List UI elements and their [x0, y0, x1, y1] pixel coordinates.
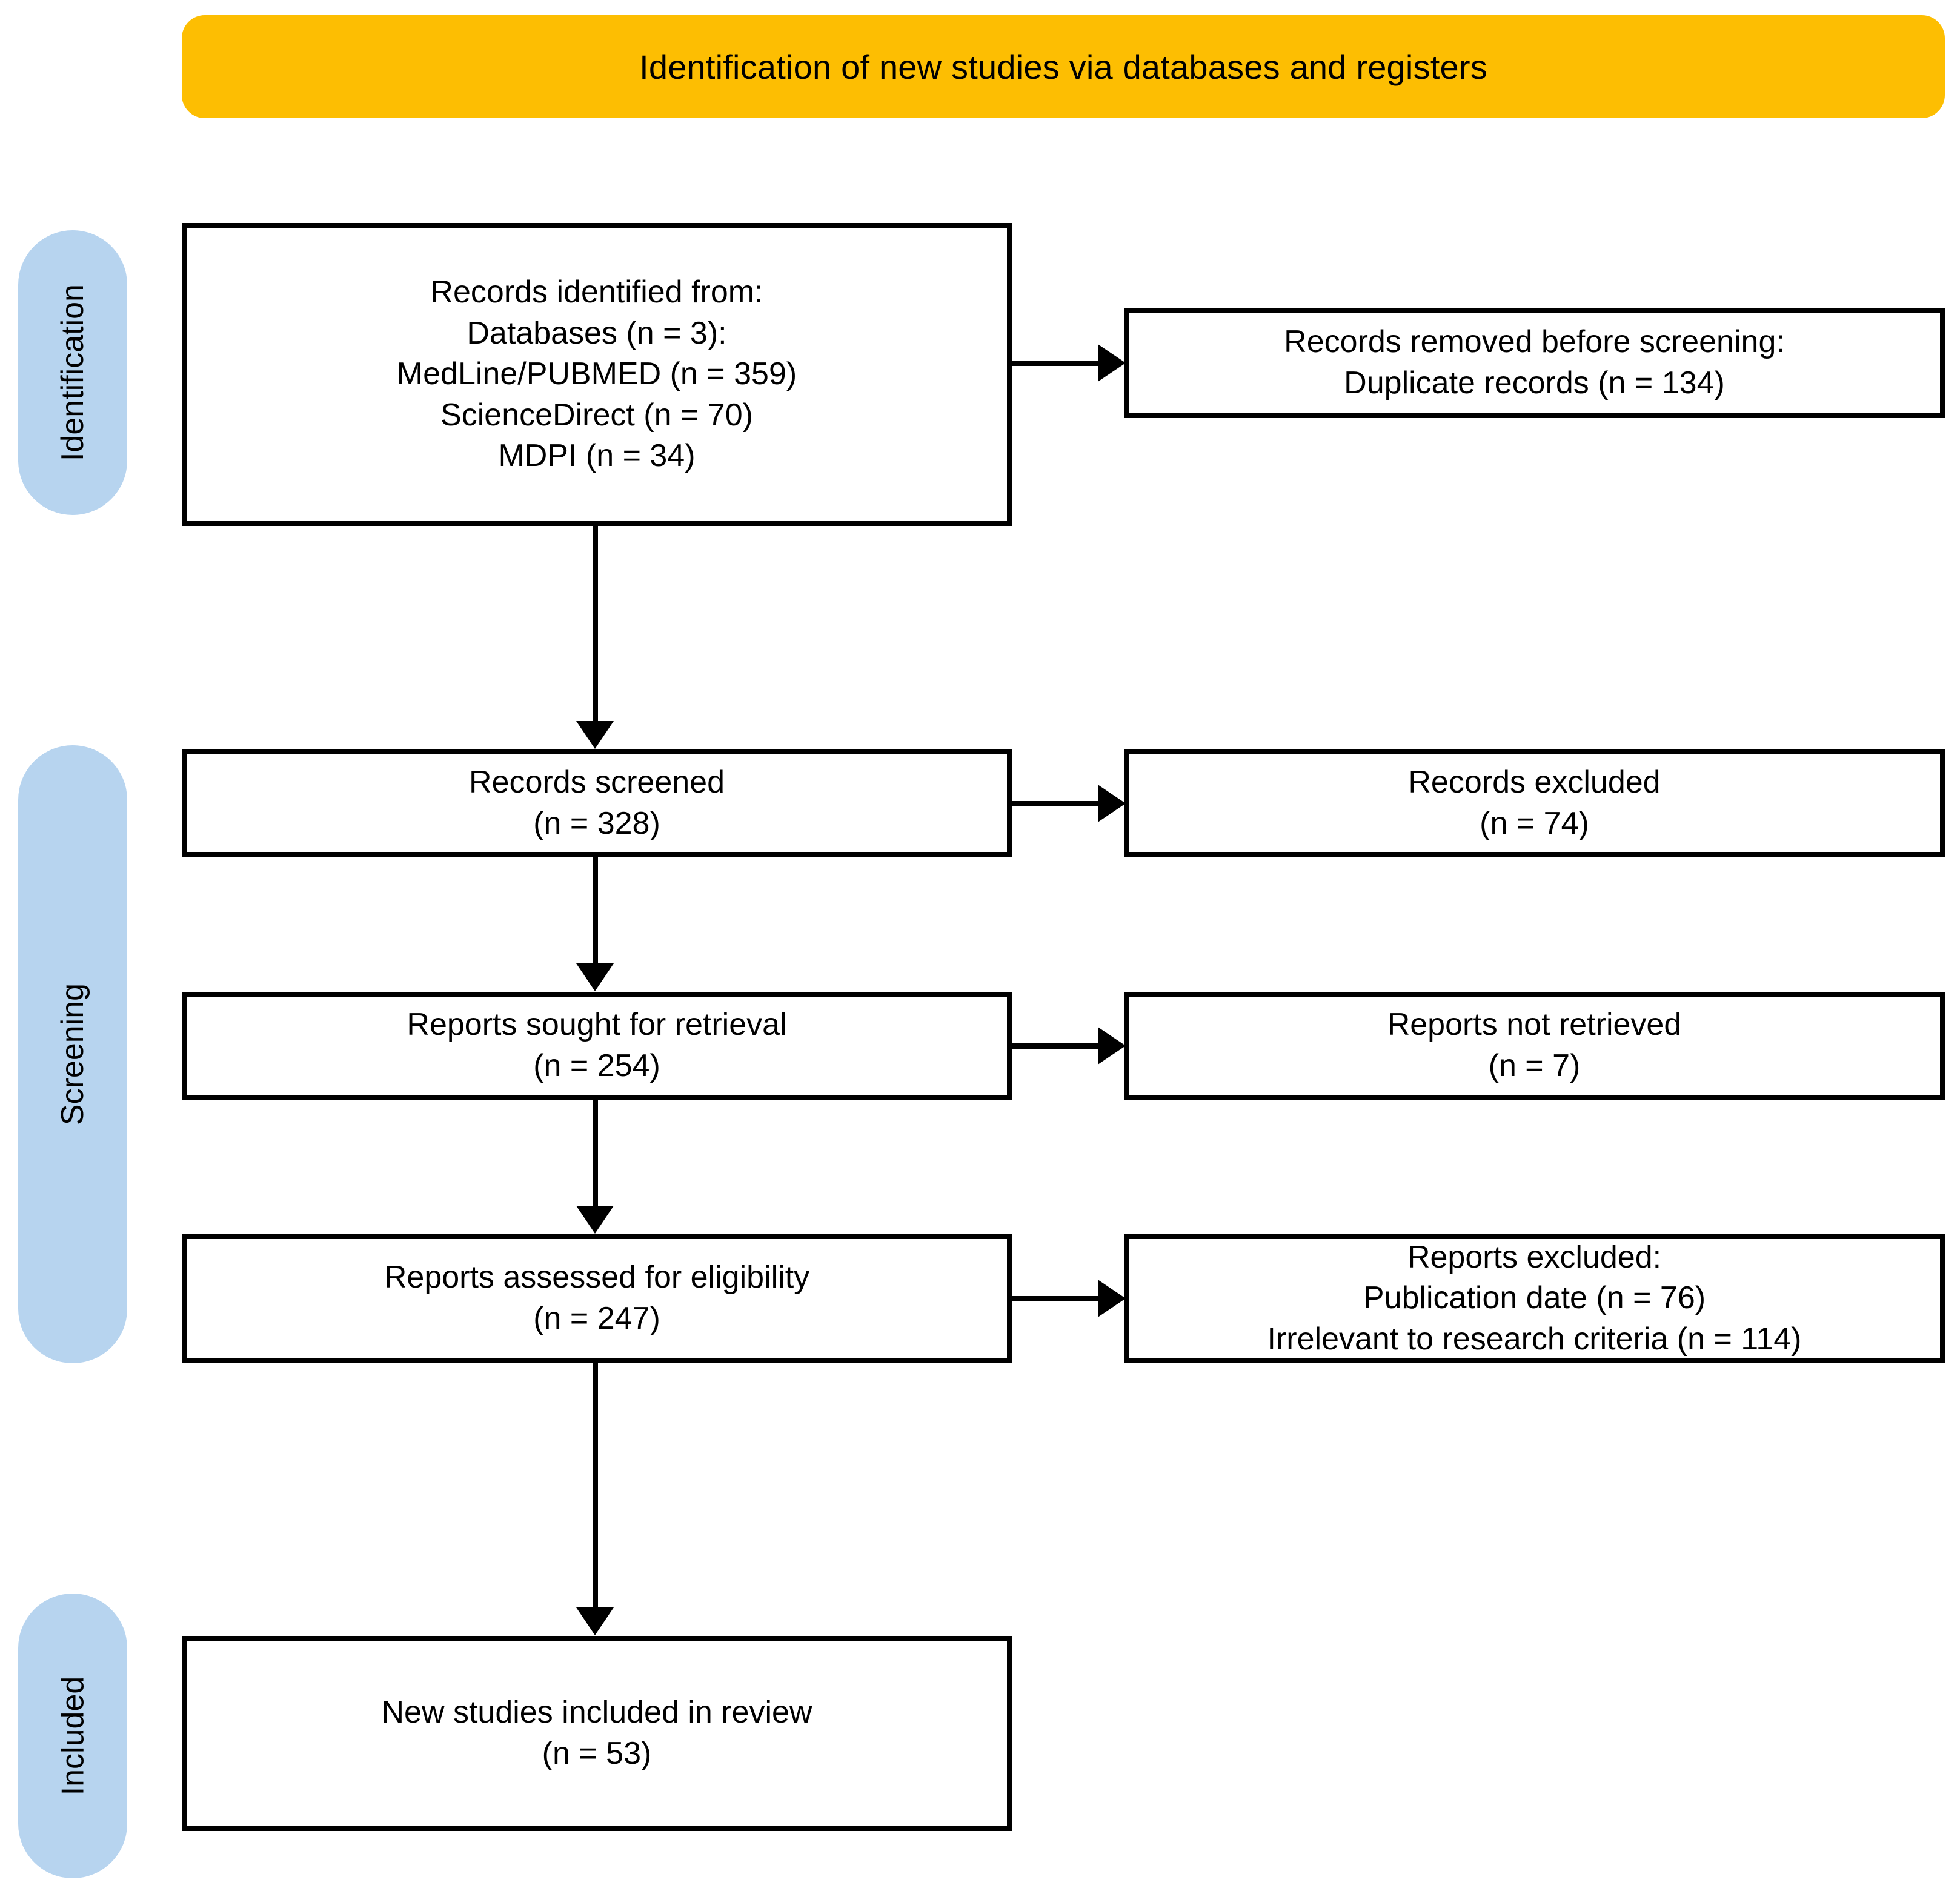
- box-line: Reports excluded:: [1407, 1239, 1662, 1275]
- box-line: MedLine/PUBMED (n = 359): [396, 356, 797, 392]
- box-line: (n = 53): [542, 1736, 652, 1771]
- box-new-studies-included-in-review: New studies included in review (n = 53): [182, 1636, 1012, 1831]
- box-line: Records excluded: [1408, 765, 1661, 800]
- stage-pill-identification: Identification: [18, 230, 127, 515]
- arrow-down-icon: [576, 721, 614, 749]
- arrow-right-icon: [1098, 1280, 1126, 1317]
- arrow-assessed-to-included-stem: [593, 1363, 598, 1607]
- box-line: Records screened: [469, 765, 725, 800]
- box-line: (n = 328): [533, 806, 660, 841]
- box-reports-assessed-for-eligibility: Reports assessed for eligibility (n = 24…: [182, 1234, 1012, 1363]
- banner-title: Identification of new studies via databa…: [639, 47, 1487, 86]
- box-records-removed-before-screening: Records removed before screening: Duplic…: [1124, 308, 1945, 418]
- stage-pill-included: Included: [18, 1594, 127, 1878]
- arrow-down-icon: [576, 963, 614, 991]
- box-line: Reports sought for retrieval: [407, 1007, 787, 1043]
- arrow-screened-to-excluded-stem: [1012, 801, 1102, 806]
- arrow-screened-to-sought-stem: [593, 857, 598, 963]
- arrow-right-icon: [1098, 785, 1126, 822]
- box-reports-not-retrieved: Reports not retrieved (n = 7): [1124, 992, 1945, 1100]
- box-records-screened: Records screened (n = 328): [182, 749, 1012, 857]
- box-records-identified: Records identified from: Databases (n = …: [182, 223, 1012, 526]
- arrow-right-icon: [1098, 1027, 1126, 1065]
- stage-label-included: Included: [55, 1676, 91, 1796]
- box-line: Records identified from:: [430, 274, 763, 310]
- box-line: (n = 247): [533, 1301, 660, 1336]
- arrow-assessed-to-excluded-stem: [1012, 1296, 1102, 1301]
- stage-label-screening: Screening: [55, 983, 90, 1126]
- box-line: Reports not retrieved: [1387, 1007, 1682, 1043]
- box-line: Reports assessed for eligibility: [384, 1260, 810, 1295]
- box-line: (n = 254): [533, 1048, 660, 1083]
- box-line: ScienceDirect (n = 70): [440, 397, 753, 433]
- box-line: New studies included in review: [381, 1695, 812, 1730]
- box-line: Duplicate records (n = 134): [1344, 365, 1725, 400]
- arrow-right-icon: [1098, 344, 1126, 382]
- box-line: (n = 74): [1480, 806, 1589, 841]
- arrow-identified-to-screened-stem: [593, 526, 598, 721]
- box-line: Irrelevant to research criteria (n = 114…: [1267, 1321, 1802, 1357]
- box-reports-sought-for-retrieval: Reports sought for retrieval (n = 254): [182, 992, 1012, 1100]
- arrow-sought-to-assessed-stem: [593, 1100, 598, 1206]
- box-line: (n = 7): [1488, 1048, 1581, 1083]
- arrow-down-icon: [576, 1607, 614, 1635]
- box-line: Publication date (n = 76): [1363, 1280, 1706, 1316]
- stage-label-identification: Identification: [55, 284, 90, 461]
- box-reports-excluded: Reports excluded: Publication date (n = …: [1124, 1234, 1945, 1363]
- stage-pill-screening: Screening: [18, 745, 127, 1363]
- identification-banner: Identification of new studies via databa…: [182, 15, 1945, 118]
- arrow-sought-to-notretrieved-stem: [1012, 1043, 1102, 1049]
- arrow-identified-to-removed-stem: [1012, 361, 1102, 366]
- box-line: MDPI (n = 34): [498, 438, 696, 474]
- box-records-excluded: Records excluded (n = 74): [1124, 749, 1945, 857]
- box-line: Databases (n = 3):: [467, 315, 727, 351]
- arrow-down-icon: [576, 1206, 614, 1234]
- box-line: Records removed before screening:: [1284, 324, 1785, 360]
